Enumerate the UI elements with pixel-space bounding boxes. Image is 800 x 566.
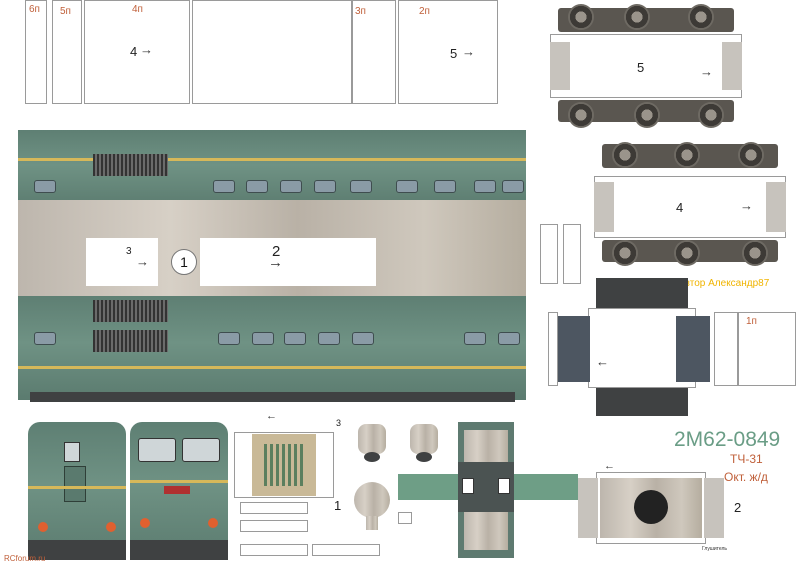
- small-part-1: [352, 420, 392, 464]
- grille-box-piece: [234, 420, 334, 502]
- small-tab: [563, 224, 581, 284]
- upper-side-panel: [18, 130, 526, 227]
- part-number-4-bogie: 4: [676, 200, 684, 215]
- vent-grille: [93, 154, 168, 176]
- part-number-2-small: 2: [734, 500, 742, 515]
- author-credit: Автор Александр87: [678, 278, 770, 289]
- site-credit: RCforum.ru: [4, 554, 46, 563]
- arrow-left-icon: ←: [596, 354, 609, 369]
- cross-box-piece: [398, 422, 578, 558]
- locomotive-body-sheet: 3 → 1 2 →: [10, 100, 535, 415]
- cab-end-rear: [28, 422, 126, 560]
- part-number-2-body: 2: [272, 243, 281, 260]
- cab-piece-1p: [548, 272, 798, 418]
- tab-label-4p: 4п: [132, 4, 143, 15]
- panel-2p: [398, 0, 498, 104]
- part-number-1-circle: 1: [171, 249, 197, 275]
- bogie-4-face: [594, 176, 786, 238]
- exhaust-box-piece: [578, 460, 728, 556]
- strip: [240, 544, 308, 556]
- strip: [312, 544, 380, 556]
- tab-label-6p: 6п: [29, 4, 40, 15]
- strip: [240, 502, 308, 514]
- arrow-icon: →: [140, 42, 153, 57]
- tab-label-5p: 5п: [60, 6, 71, 17]
- vent-grille: [93, 300, 168, 322]
- small-part-1b: [404, 420, 444, 464]
- tab-label-1p: 1п: [746, 316, 757, 327]
- small-tab: [540, 224, 558, 284]
- strip: [398, 512, 412, 524]
- part-number-4-top: 4: [130, 44, 138, 59]
- part-number-3-body: 3: [126, 246, 132, 257]
- part-number-5-top: 5: [450, 46, 458, 61]
- bogie-4-assembly: [592, 140, 788, 268]
- bogie-5-face: [550, 34, 742, 98]
- cab-end-front: [130, 422, 228, 560]
- arrow-icon: →: [740, 198, 753, 213]
- vent-grille: [93, 330, 168, 352]
- tab-label-3p: 3п: [355, 6, 366, 17]
- panel-6p: [25, 0, 47, 104]
- arrow-left-icon: ←: [266, 410, 277, 422]
- roof-cutout-3: [86, 238, 158, 286]
- roof-cutout-2: [200, 238, 376, 286]
- part-number-5-bogie: 5: [637, 60, 645, 75]
- lower-side-panel: [18, 296, 526, 400]
- arrow-icon: →: [700, 64, 713, 79]
- small-part-round: [348, 476, 396, 534]
- part-number-1-small: 1: [334, 498, 342, 513]
- railway-label: Окт. ж/д: [724, 470, 768, 484]
- arrow-icon: →: [268, 254, 283, 271]
- panel-4p: [84, 0, 190, 104]
- part-number-3-small: 3: [336, 418, 342, 428]
- panel-3p: [352, 0, 396, 104]
- model-number: 2М62-0849: [674, 428, 781, 451]
- arrow-left-icon: ←: [604, 460, 615, 472]
- arrow-icon: →: [462, 44, 475, 59]
- underframe-strip: [30, 392, 515, 402]
- depot-label: ТЧ-31: [730, 452, 763, 466]
- bogie-5-assembly: [548, 2, 744, 130]
- strip: [240, 520, 308, 532]
- panel-5p: [52, 0, 82, 104]
- tab-label-2p: 2п: [419, 6, 430, 17]
- panel-roof-mid: [192, 0, 352, 104]
- arrow-icon: →: [136, 254, 149, 269]
- tiny-note: Глушитель: [702, 546, 728, 552]
